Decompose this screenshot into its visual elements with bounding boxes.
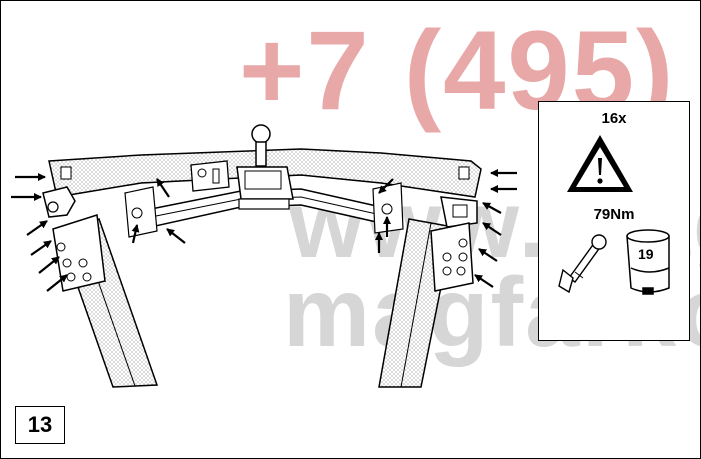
tow-hitch-ball <box>236 124 294 210</box>
right-bracket <box>372 182 478 292</box>
ratchet-wrench-icon <box>558 234 607 294</box>
socket-size-label: 19 <box>638 246 654 262</box>
socket-icon <box>626 229 670 295</box>
electrical-socket-plate <box>190 160 230 192</box>
warning-triangle-icon <box>567 135 633 192</box>
left-bracket <box>42 186 158 292</box>
torque-label: 79Nm <box>593 206 635 223</box>
torque-spec-inset: 16x 79Nm 19 <box>538 101 690 341</box>
inset-graphics <box>558 135 670 295</box>
step-number: 13 <box>15 406 65 444</box>
bolt-count-label: 16x <box>601 110 627 127</box>
bolt-arrows <box>11 169 517 292</box>
